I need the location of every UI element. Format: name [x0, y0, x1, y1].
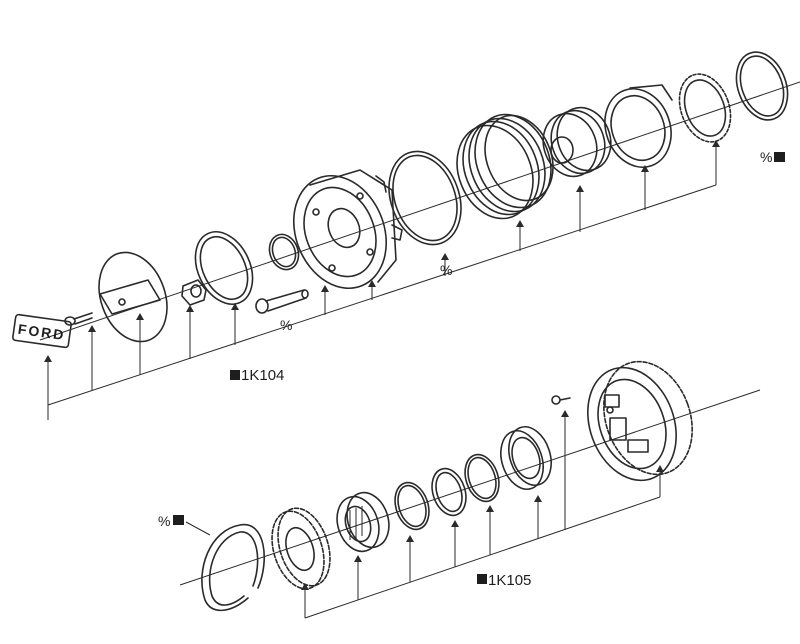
- gear-drum: [587, 360, 693, 482]
- plug-nut: [181, 279, 207, 306]
- upper-leader-lines: [44, 140, 720, 405]
- ring-lower-3: [464, 453, 500, 503]
- pump-housing: [292, 169, 403, 290]
- o-ring-small: [268, 233, 300, 271]
- o-ring-large: [388, 150, 462, 246]
- lower-assembly: %: [158, 360, 761, 619]
- bearing-hub: [500, 426, 552, 490]
- ref-label-1k104: 1K104: [230, 367, 284, 384]
- ford-emblem: FORD: [12, 313, 72, 349]
- cover-plate: [98, 251, 168, 343]
- toothed-ring: [678, 73, 732, 143]
- ref-text-1k104: 1K104: [241, 367, 284, 384]
- screw: [64, 312, 93, 326]
- ref-label-1k105: 1K105: [477, 572, 531, 589]
- ring-lower-1: [394, 481, 430, 531]
- ford-emblem-text: FORD: [17, 321, 66, 343]
- percent-mark-lower: %: [158, 513, 170, 529]
- square-marker: [477, 574, 487, 584]
- bolt: [255, 289, 309, 314]
- percent-mark-bolt: %: [280, 317, 292, 333]
- percent-square-upper-right: %: [760, 149, 785, 165]
- ring-hub: [604, 84, 673, 168]
- clutch-drum: [456, 113, 554, 220]
- percent-mark-snap-ring: %: [760, 149, 772, 165]
- percent-mark-o-ring: %: [440, 262, 452, 278]
- percent-square-lower-left: %: [158, 513, 211, 536]
- square-marker: [774, 152, 785, 162]
- snap-ring-upper-1: [194, 231, 254, 305]
- square-marker: [230, 370, 240, 380]
- pin: [551, 395, 571, 405]
- roller-clutch: [336, 491, 390, 553]
- clutch-pack: [542, 106, 612, 178]
- ring-lower-2: [431, 467, 467, 517]
- upper-assembly: FORD: [12, 51, 800, 420]
- square-marker: [173, 515, 184, 525]
- lower-leader-lines: [301, 410, 664, 618]
- lower-leader-baseline: [304, 496, 661, 619]
- lower-explode-axis: [179, 389, 761, 586]
- ref-text-1k105: 1K105: [488, 572, 531, 589]
- snap-ring-upper-2: [735, 51, 789, 121]
- spur-gear: [271, 507, 331, 590]
- snap-ring-lower-large: [201, 523, 265, 612]
